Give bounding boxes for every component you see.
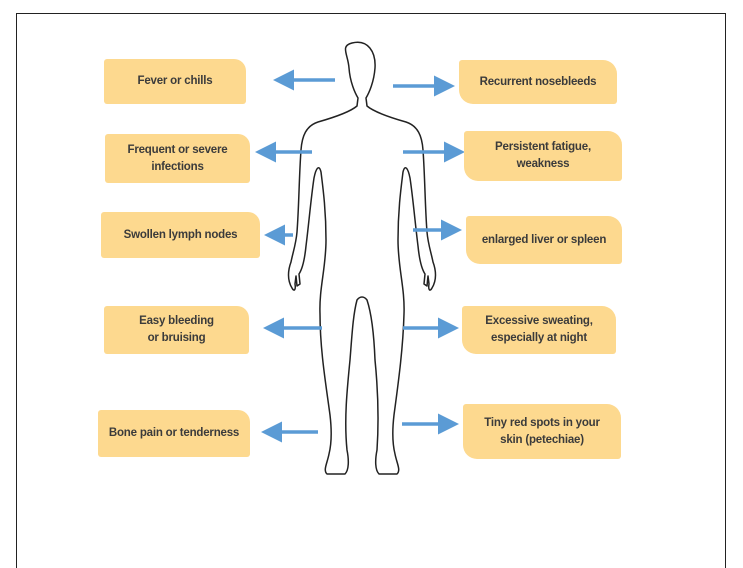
symptom-box-fever: Fever or chills (104, 59, 246, 104)
symptom-box-fatigue: Persistent fatigue, weakness (464, 131, 622, 181)
symptom-box-nosebleeds: Recurrent nosebleeds (459, 60, 617, 104)
symptom-box-infections: Frequent or severe infections (105, 134, 250, 183)
symptom-box-petechiae: Tiny red spots in your skin (petechiae) (463, 404, 621, 459)
symptom-box-liver-spleen: enlarged liver or spleen (466, 216, 622, 264)
symptom-box-bone-pain: Bone pain or tenderness (98, 410, 250, 457)
symptom-box-bleeding: Easy bleeding or bruising (104, 306, 249, 354)
symptom-box-lymph-nodes: Swollen lymph nodes (101, 212, 260, 258)
symptom-box-sweating: Excessive sweating, especially at night (462, 306, 616, 354)
human-body-outline-icon (289, 42, 436, 474)
